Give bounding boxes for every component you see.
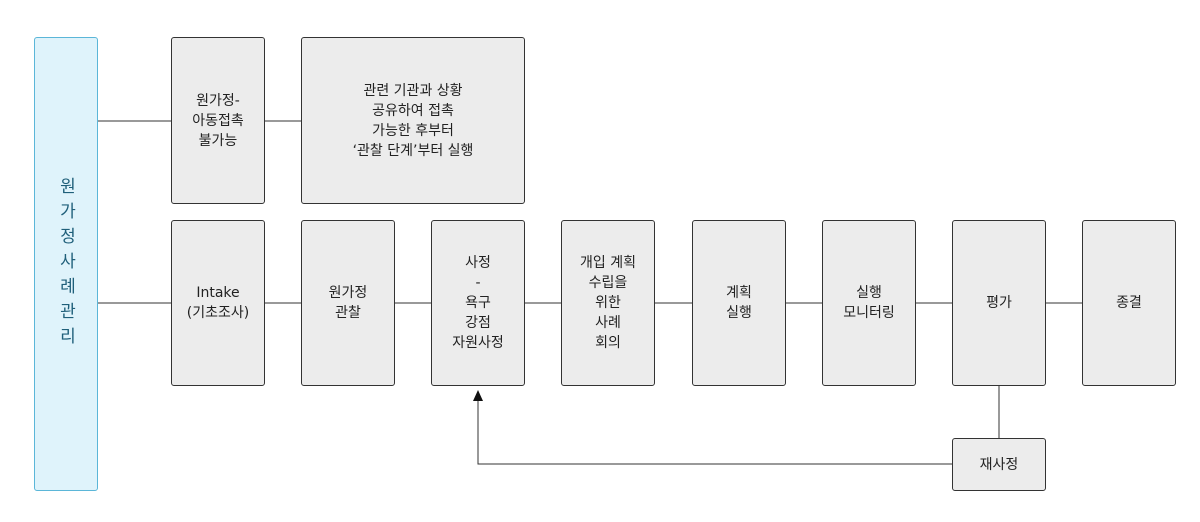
step-assessment: 사정 - 욕구 강점 자원사정 bbox=[431, 220, 525, 386]
observe-first-box: 관련 기관과 상황 공유하여 접촉 가능한 후부터 ‘관찰 단계’부터 실행 bbox=[301, 37, 525, 204]
step-intake: Intake (기초조사) bbox=[171, 220, 265, 386]
case-management-text: 원가정사례관리 bbox=[55, 176, 76, 352]
case-management-label: 원가정사례관리 bbox=[34, 37, 98, 491]
step-plan-execution: 계획 실행 bbox=[692, 220, 786, 386]
step-observation: 원가정 관찰 bbox=[301, 220, 395, 386]
unreachable-box: 원가정- 아동접촉 불가능 bbox=[171, 37, 265, 204]
step-closure: 종결 bbox=[1082, 220, 1176, 386]
reassessment-box: 재사정 bbox=[952, 438, 1046, 491]
step-case-conference: 개입 계획 수립을 위한 사례 회의 bbox=[561, 220, 655, 386]
step-evaluation: 평가 bbox=[952, 220, 1046, 386]
step-monitoring: 실행 모니터링 bbox=[822, 220, 916, 386]
